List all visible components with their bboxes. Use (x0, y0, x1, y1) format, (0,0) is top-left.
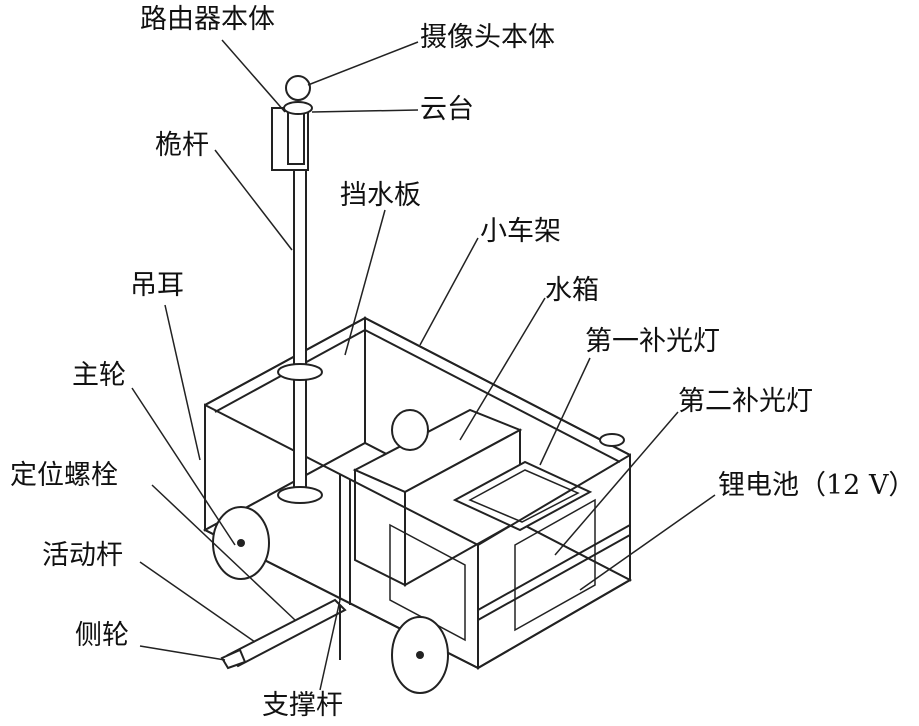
leader-lines (131, 39, 716, 691)
label-mast: 桅杆 (155, 130, 209, 161)
movable-rod (220, 598, 347, 670)
fill-light-1 (452, 460, 593, 532)
label-router: 路由器本体 (140, 4, 275, 35)
label-support-rod: 支撑杆 (262, 690, 343, 721)
label-main-wheel: 主轮 (72, 360, 126, 391)
label-movable-rod: 活动杆 (42, 540, 123, 571)
label-gimbal: 云台 (420, 94, 474, 125)
label-splash-guard: 挡水板 (340, 180, 421, 211)
cart-frame (202, 316, 633, 670)
side-wheel (220, 648, 247, 670)
label-lifting-lug: 吊耳 (130, 270, 184, 301)
label-camera: 摄像头本体 (420, 22, 555, 53)
label-water-tank: 水箱 (545, 275, 599, 306)
label-positioning-bolt: 定位螺栓 (10, 460, 118, 491)
gimbal (283, 101, 313, 115)
label-fill-light-2: 第二补光灯 (678, 386, 813, 417)
label-side-wheel: 侧轮 (75, 620, 129, 651)
camera-body (285, 75, 311, 101)
fill-light-2 (514, 498, 596, 632)
label-battery: 锂电池（12 V） (718, 470, 916, 501)
mast (271, 75, 323, 504)
label-fill-light-1: 第一补光灯 (585, 326, 720, 357)
wheels (212, 409, 625, 694)
label-cart-frame: 小车架 (480, 216, 561, 247)
